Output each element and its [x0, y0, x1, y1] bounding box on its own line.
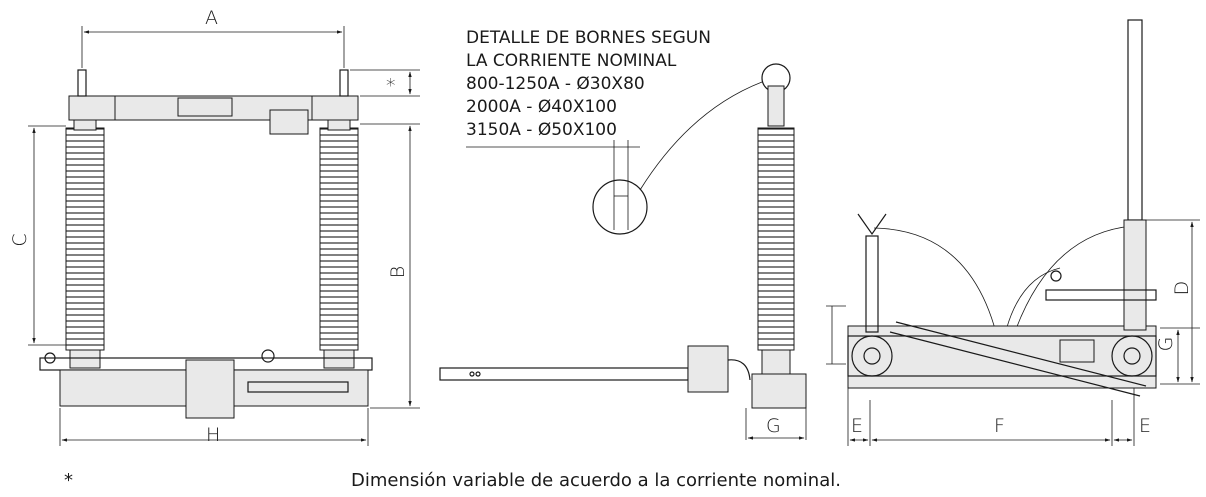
drive-shaft — [247, 381, 349, 393]
dim-c-label: C — [9, 233, 31, 246]
right-arm-tube — [1127, 19, 1143, 221]
left-terminal-block — [68, 95, 116, 121]
side-arm-hole-1 — [469, 371, 475, 377]
right-arm-body — [1123, 219, 1147, 331]
right-rotor — [1111, 335, 1153, 377]
right-terminal-block — [311, 95, 359, 121]
right-bracket-knob — [1050, 270, 1062, 282]
detail-line-4: 2000A - Ø40X100 — [466, 97, 617, 117]
side-insulator — [757, 127, 795, 351]
left-insulator — [65, 127, 105, 351]
right-rotor-hub — [1123, 347, 1141, 365]
side-terminal-stack — [767, 85, 785, 127]
detail-leader — [639, 81, 763, 191]
dim-a-label: A — [205, 7, 218, 29]
top-frame-inner — [847, 335, 1157, 377]
diagonal-blade-2 — [895, 321, 1147, 387]
front-view: A * B C H — [9, 7, 420, 446]
detail-line-2: LA CORRIENTE NOMINAL — [466, 51, 677, 71]
contact-block — [177, 97, 233, 117]
right-insulator-cap — [327, 119, 351, 131]
dim-g-side-label: G — [766, 415, 781, 437]
footnote: * Dimensión variable de acuerdo a la cor… — [0, 470, 1206, 494]
left-insulator-cap — [73, 119, 97, 131]
detail-line-3: 800-1250A - Ø30X80 — [466, 74, 645, 94]
diagonal-blade-1 — [889, 331, 1141, 397]
dim-h-label: H — [206, 424, 220, 446]
dim-f-label: F — [994, 415, 1005, 437]
side-insulator-base — [761, 349, 791, 375]
side-arm-hinge — [687, 345, 729, 393]
detail-circle-large — [592, 179, 648, 235]
left-arm-fork — [857, 213, 887, 236]
right-insulator — [319, 127, 359, 351]
dim-g-right-label: G — [1155, 337, 1177, 352]
left-rotor — [851, 335, 893, 377]
arm-bracket — [269, 109, 309, 135]
detail-line-5: 3150A - Ø50X100 — [466, 120, 617, 140]
side-view: DETALLE DE BORNES SEGUN LA CORRIENTE NOM… — [439, 28, 807, 440]
footnote-text: Dimensión variable de acuerdo a la corri… — [351, 470, 841, 491]
dim-d-label: D — [1171, 281, 1193, 296]
left-arm — [865, 235, 879, 333]
center-contact — [1059, 339, 1095, 363]
left-rotor-hub — [863, 347, 881, 365]
right-terminal-pin — [339, 69, 349, 97]
footnote-symbol: * — [64, 470, 73, 491]
right-insulator-base — [323, 349, 355, 369]
gear-left — [261, 349, 275, 363]
dim-b-label: B — [387, 266, 409, 278]
side-arm — [439, 367, 689, 381]
left-terminal-pin — [77, 69, 87, 97]
dim-star-label: * — [386, 75, 396, 97]
top-view: D G E F E — [826, 19, 1200, 446]
detail-line-1: DETALLE DE BORNES SEGUN — [466, 28, 711, 48]
top-frame — [847, 325, 1157, 389]
side-arm-link — [727, 359, 751, 381]
side-base-frame — [751, 373, 807, 409]
dim-e-left-label: E — [851, 415, 863, 437]
dim-e-right-label: E — [1139, 415, 1151, 437]
side-arm-hole-2 — [475, 371, 481, 377]
drive-box — [185, 359, 235, 419]
end-fitting — [44, 352, 56, 364]
right-bracket — [1045, 289, 1157, 301]
left-insulator-base — [69, 349, 101, 369]
